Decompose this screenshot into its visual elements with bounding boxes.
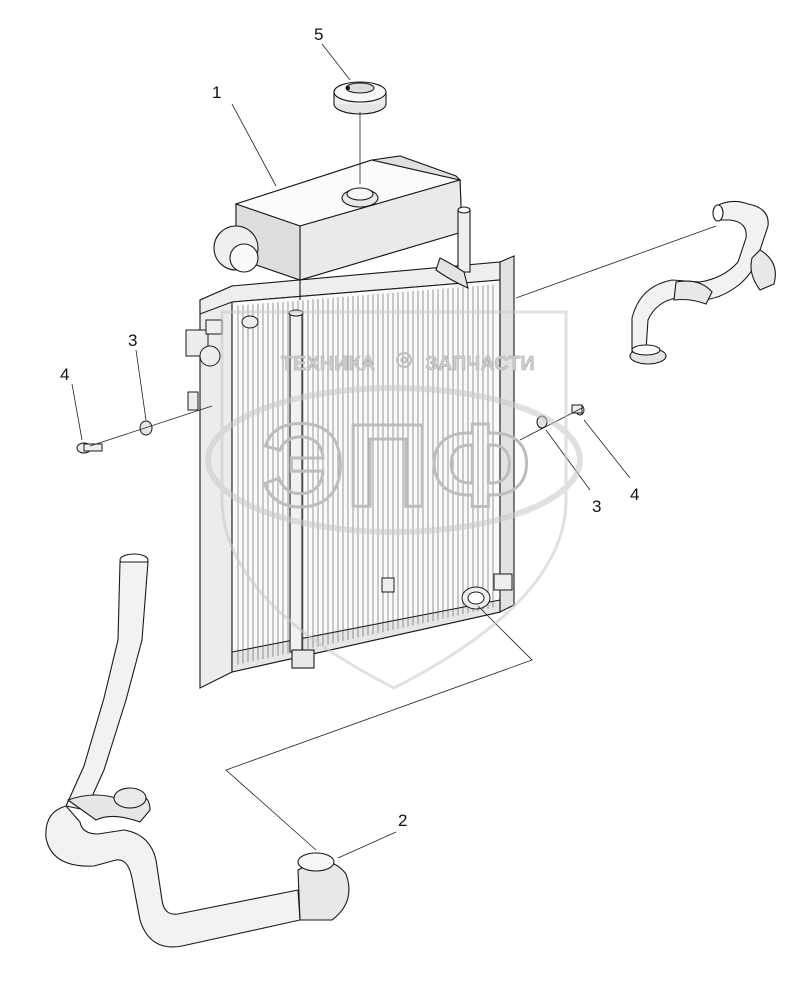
- watermark-parts-text: ЗАПЧАСТИ: [425, 353, 535, 375]
- mounting-pads: [185, 315, 259, 411]
- watermark-logo: [205, 310, 583, 690]
- watermark-company-text: ТЕХНИКА: [281, 353, 375, 375]
- callout-5: 5: [314, 25, 324, 44]
- left-bolt: [76, 420, 153, 454]
- callout-3-left: 3: [128, 331, 138, 350]
- callout-4-left: 4: [60, 365, 70, 384]
- callout-1: 1: [212, 83, 222, 102]
- bottom-outlet: [381, 573, 513, 610]
- callout-4-right: 4: [630, 485, 640, 504]
- watermark-logo-text: ЭПФ: [261, 400, 530, 532]
- callout-3-right: 3: [592, 497, 602, 516]
- callout-2: 2: [398, 811, 408, 830]
- watermark-gear-icon: [396, 352, 412, 368]
- filler-cap: [333, 81, 387, 115]
- upper-hose: [629, 200, 776, 365]
- lower-hose: [45, 553, 350, 948]
- expansion-tank: [213, 155, 471, 300]
